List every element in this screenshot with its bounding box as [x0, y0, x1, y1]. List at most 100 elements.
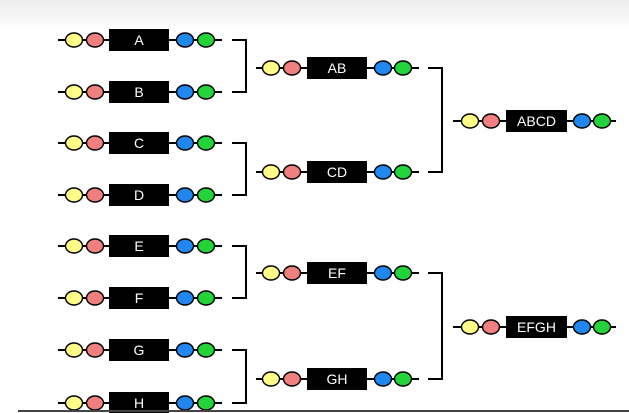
red-part: [85, 238, 105, 254]
blue-part: [175, 395, 195, 411]
join-bracket-ab-cd: [428, 67, 443, 173]
green-part: [393, 164, 413, 180]
yellow-part: [261, 164, 281, 180]
construct-label: H: [134, 395, 144, 411]
blue-part: [373, 265, 393, 281]
green-part: [196, 187, 216, 203]
construct-ef: EF: [256, 262, 419, 284]
construct-label: A: [134, 32, 144, 48]
yellow-part: [64, 84, 84, 100]
blue-part: [373, 371, 393, 387]
blue-part: [572, 113, 592, 129]
join-bracket-c-d: [232, 142, 247, 196]
green-part: [196, 135, 216, 151]
green-part: [196, 395, 216, 411]
blue-part: [175, 84, 195, 100]
construct-label: EFGH: [517, 319, 556, 335]
construct-label: EF: [328, 265, 346, 281]
construct-label: C: [134, 135, 144, 151]
label-box: [109, 132, 169, 154]
yellow-part: [460, 319, 480, 335]
red-part: [85, 187, 105, 203]
yellow-part: [261, 60, 281, 76]
blue-part: [572, 319, 592, 335]
red-part: [85, 84, 105, 100]
red-part: [85, 290, 105, 306]
red-part: [282, 164, 302, 180]
construct-f: F: [58, 287, 222, 309]
construct-efgh: EFGH: [453, 316, 616, 338]
construct-label: E: [134, 238, 143, 254]
green-part: [196, 238, 216, 254]
label-box: [307, 368, 367, 390]
label-box: [307, 161, 367, 183]
red-part: [85, 342, 105, 358]
red-part: [85, 395, 105, 411]
green-part: [196, 290, 216, 306]
label-box: [506, 316, 567, 338]
blue-part: [175, 238, 195, 254]
construct-gh: GH: [256, 368, 419, 390]
red-part: [282, 60, 302, 76]
construct-label: AB: [328, 60, 347, 76]
join-bracket-ef-gh: [428, 272, 443, 380]
construct-label: GH: [327, 371, 348, 387]
red-part: [481, 113, 501, 129]
red-part: [282, 265, 302, 281]
label-box: [109, 287, 169, 309]
yellow-part: [64, 187, 84, 203]
join-bracket-a-b: [232, 39, 247, 93]
green-part: [196, 32, 216, 48]
red-part: [481, 319, 501, 335]
construct-a: A: [58, 29, 222, 51]
yellow-part: [460, 113, 480, 129]
blue-part: [175, 342, 195, 358]
label-box: [109, 184, 169, 206]
yellow-part: [261, 371, 281, 387]
top-shadow: [0, 0, 629, 30]
label-box: [109, 81, 169, 103]
join-bracket-e-f: [232, 245, 247, 299]
construct-label: D: [134, 187, 144, 203]
green-part: [393, 60, 413, 76]
red-part: [282, 371, 302, 387]
construct-label: F: [135, 290, 144, 306]
construct-ab: AB: [256, 57, 419, 79]
blue-part: [175, 135, 195, 151]
yellow-part: [64, 342, 84, 358]
yellow-part: [64, 290, 84, 306]
label-box: [506, 110, 567, 132]
green-part: [393, 265, 413, 281]
construct-abcd: ABCD: [453, 110, 616, 132]
construct-label: G: [134, 342, 145, 358]
construct-label: ABCD: [517, 113, 556, 129]
construct-c: C: [58, 132, 222, 154]
construct-g: G: [58, 339, 222, 361]
label-box: [307, 57, 367, 79]
green-part: [592, 113, 612, 129]
bottom-divider: [18, 410, 629, 412]
blue-part: [175, 187, 195, 203]
label-box: [109, 339, 169, 361]
red-part: [85, 32, 105, 48]
green-part: [393, 371, 413, 387]
join-bracket-g-h: [232, 349, 247, 404]
yellow-part: [64, 238, 84, 254]
blue-part: [175, 32, 195, 48]
construct-label: CD: [327, 164, 347, 180]
label-box: [109, 29, 169, 51]
green-part: [196, 84, 216, 100]
yellow-part: [64, 395, 84, 411]
blue-part: [373, 60, 393, 76]
red-part: [85, 135, 105, 151]
label-box: [109, 235, 169, 257]
yellow-part: [261, 265, 281, 281]
label-box: [109, 392, 169, 413]
construct-d: D: [58, 184, 222, 206]
yellow-part: [64, 135, 84, 151]
construct-cd: CD: [256, 161, 419, 183]
label-box: [307, 262, 367, 284]
yellow-part: [64, 32, 84, 48]
